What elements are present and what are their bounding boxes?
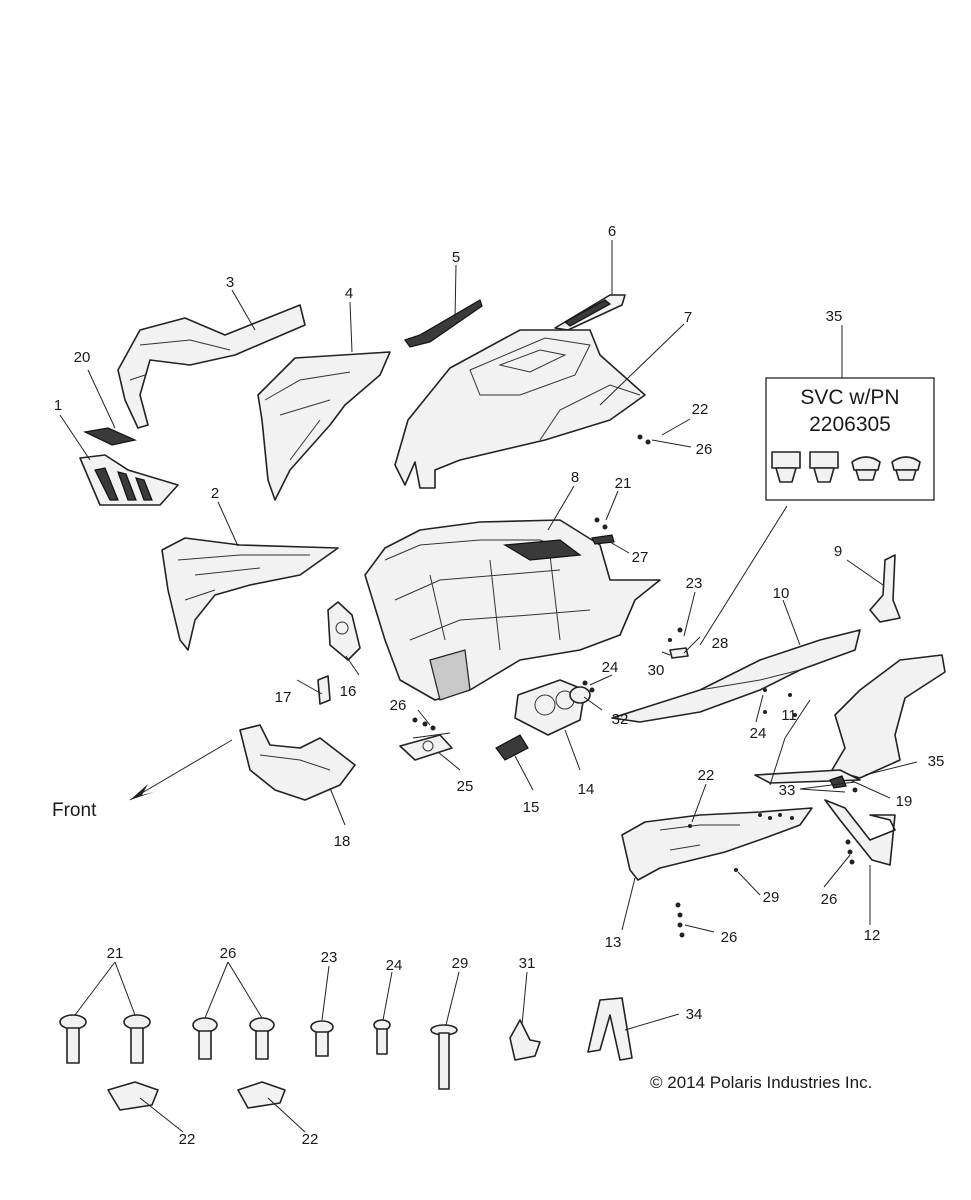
part-18-intake	[239, 724, 356, 801]
front-arrow	[129, 739, 233, 801]
part-17-clip	[317, 675, 331, 705]
callout-29-legend: 29	[452, 955, 469, 972]
callout-11: 11	[781, 707, 797, 724]
callout-22-bumper: 22	[698, 767, 715, 784]
callout-18: 18	[334, 833, 351, 850]
fastener-26-a	[192, 1017, 218, 1060]
part-8-main-frame	[364, 519, 661, 701]
part-4-side-fairing	[257, 351, 391, 501]
callout-24-legend: 24	[386, 957, 403, 974]
callout-26-trim: 26	[821, 891, 838, 908]
callout-32: 32	[612, 711, 629, 728]
nut-22-a	[107, 1081, 159, 1111]
callout-13: 13	[605, 934, 622, 951]
service-box-line1: SVC w/PN	[800, 386, 899, 409]
part-27-plate	[591, 534, 615, 545]
part-15-clip	[495, 734, 529, 761]
callout-5: 5	[452, 249, 460, 266]
part-5-strip	[404, 299, 483, 348]
part-7-hood	[394, 329, 646, 489]
fastener-23	[310, 1020, 334, 1057]
leader-lines	[59, 240, 918, 1133]
fastener-21-b	[123, 1014, 151, 1064]
callout-24-board: 24	[750, 725, 767, 742]
part-25-plate	[399, 734, 453, 761]
callout-26-hood: 26	[696, 441, 713, 458]
fastener-21-a	[59, 1014, 87, 1064]
part-12-side-trim	[824, 799, 896, 866]
part-14-headlight-housing	[514, 679, 586, 736]
callout-19: 19	[896, 793, 913, 810]
callout-26-plate: 26	[390, 697, 407, 714]
callout-10: 10	[773, 585, 790, 602]
callout-17: 17	[275, 689, 292, 706]
callout-35-panel: 35	[928, 753, 945, 770]
callout-23-legend: 23	[321, 949, 338, 966]
callout-28: 28	[712, 635, 729, 652]
callout-24-lamp: 24	[602, 659, 619, 676]
callouts: 3 4 5 6 7 20 1 2 8 21 22 26 27 35 9 23 1…	[54, 223, 945, 1148]
callout-4: 4	[345, 285, 353, 302]
callout-27: 27	[632, 549, 649, 566]
callout-3: 3	[226, 274, 234, 291]
fastener-24	[373, 1019, 391, 1055]
callout-21-frame: 21	[615, 475, 632, 492]
part-10-running-board	[611, 629, 861, 723]
callout-34: 34	[686, 1006, 703, 1023]
callout-1: 1	[54, 397, 62, 414]
copyright-notice: © 2014 Polaris Industries Inc.	[650, 1073, 872, 1092]
callout-22-hood: 22	[692, 401, 709, 418]
callout-25: 25	[457, 778, 474, 795]
callout-20: 20	[74, 349, 91, 366]
callout-22-legend-b: 22	[302, 1131, 319, 1148]
callout-33: 33	[779, 782, 796, 799]
callout-6: 6	[608, 223, 616, 240]
callout-29-bumper: 29	[763, 889, 780, 906]
part-1-grille	[79, 454, 179, 506]
callout-2: 2	[211, 485, 219, 502]
hardware-dots	[412, 434, 858, 938]
callout-7: 7	[684, 309, 692, 326]
callout-14: 14	[578, 781, 595, 798]
callout-8: 8	[571, 469, 579, 486]
callout-15: 15	[523, 799, 540, 816]
service-box-line2: 2206305	[809, 413, 891, 436]
part-16-bracket	[327, 601, 361, 661]
callout-22-legend-a: 22	[179, 1131, 196, 1148]
callout-21-legend: 21	[107, 945, 124, 962]
part-20-wedge	[83, 427, 137, 446]
fastener-29	[430, 1024, 458, 1090]
nut-22-b	[237, 1081, 286, 1109]
edge-clip-34	[587, 997, 633, 1061]
part-2-front-panel	[161, 537, 339, 651]
part-6-vent	[554, 294, 626, 331]
part-9-bracket	[869, 554, 901, 623]
part-3-side-panel	[117, 304, 306, 429]
callout-31: 31	[519, 955, 536, 972]
callout-26-bumper: 26	[721, 929, 738, 946]
callout-16: 16	[340, 683, 357, 700]
clip-31	[509, 1019, 541, 1061]
part-32-ring	[569, 686, 591, 704]
callout-26-legend: 26	[220, 945, 237, 962]
part-28-pad	[669, 647, 689, 659]
service-fastener-icons	[771, 451, 921, 483]
service-box: SVC w/PN 2206305	[765, 377, 935, 501]
callout-30: 30	[648, 662, 665, 679]
callout-35-box: 35	[826, 308, 843, 325]
part-13-rear-bumper	[621, 807, 813, 881]
callout-9: 9	[834, 543, 842, 560]
front-label: Front	[52, 800, 97, 821]
fastener-26-b	[249, 1017, 275, 1060]
callout-23-frame: 23	[686, 575, 703, 592]
callout-12: 12	[864, 927, 881, 944]
